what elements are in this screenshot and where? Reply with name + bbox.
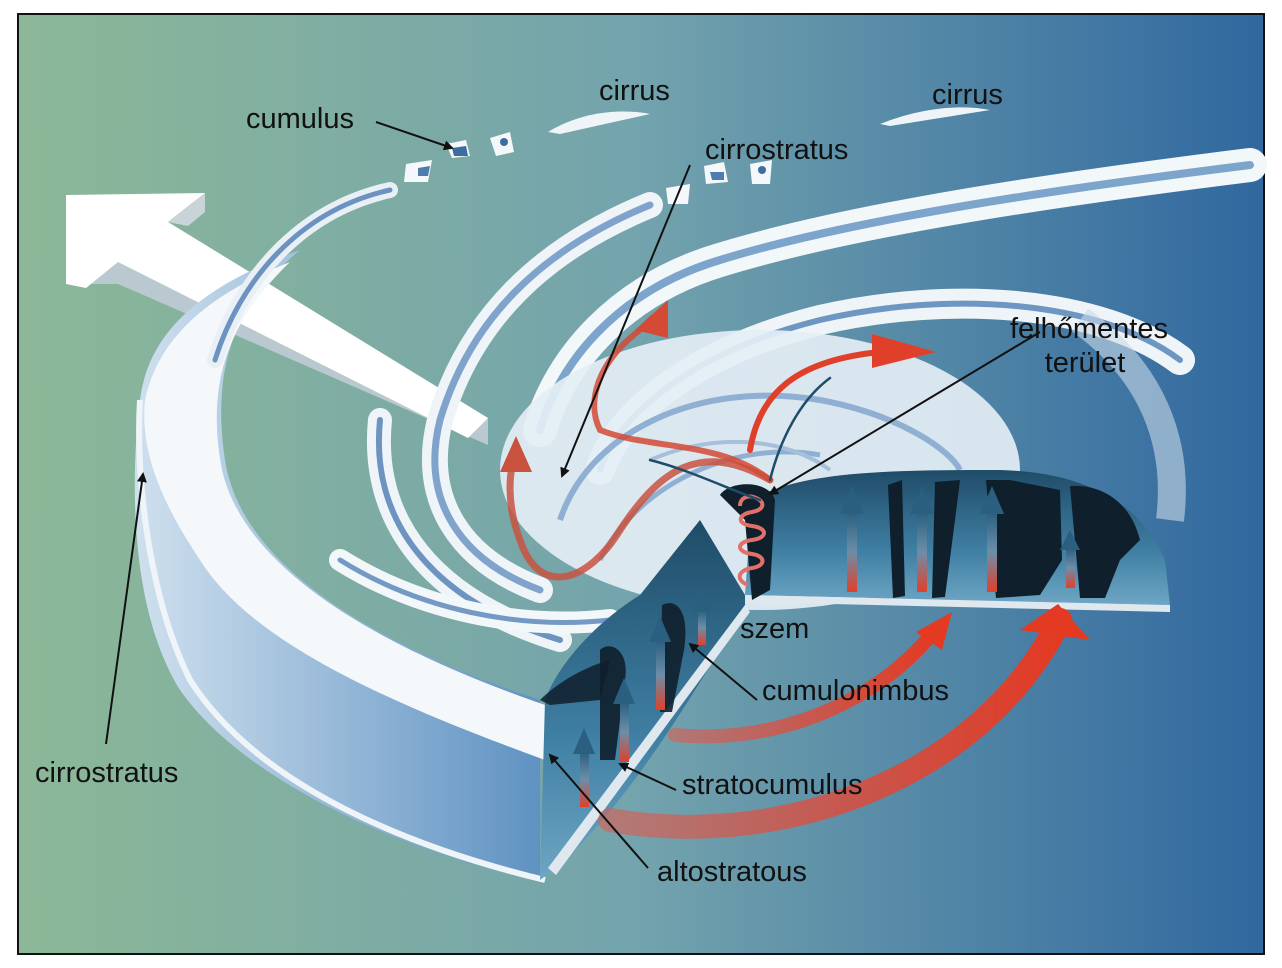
- leader-felhomentes: [768, 331, 1041, 496]
- leader-cirrostratus-top: [560, 164, 691, 478]
- cirrus-wisps: [548, 107, 990, 134]
- leader-stratocumulus: [618, 762, 677, 791]
- label-cirrostratus-left: cirrostratus: [35, 757, 179, 789]
- label-cumulus: cumulus: [246, 103, 354, 135]
- leader-cumulus: [375, 121, 454, 151]
- label-felhomentes-line1: felhőmentes: [1010, 313, 1168, 345]
- label-szem: szem: [740, 613, 810, 645]
- updraft-arrows: [573, 486, 1080, 807]
- storm-direction-arrow: [66, 193, 488, 445]
- leader-lines: [105, 121, 1041, 869]
- label-cirrus-1: cirrus: [599, 75, 670, 107]
- label-felhomentes-line2: terület: [1044, 347, 1126, 379]
- label-cirrus-2: cirrus: [932, 79, 1003, 111]
- airflow-arrows: [500, 300, 1090, 839]
- leader-cumulonimbus: [688, 642, 758, 701]
- label-cirrostratus-top: cirrostratus: [705, 134, 849, 166]
- outer-cloud-band: [134, 250, 560, 883]
- leader-altostratous: [548, 753, 649, 869]
- leader-cirrostratus-left: [105, 472, 147, 745]
- label-cumulonimbus: cumulonimbus: [762, 675, 949, 707]
- label-altostratous: altostratous: [657, 856, 807, 888]
- label-stratocumulus: stratocumulus: [682, 769, 863, 801]
